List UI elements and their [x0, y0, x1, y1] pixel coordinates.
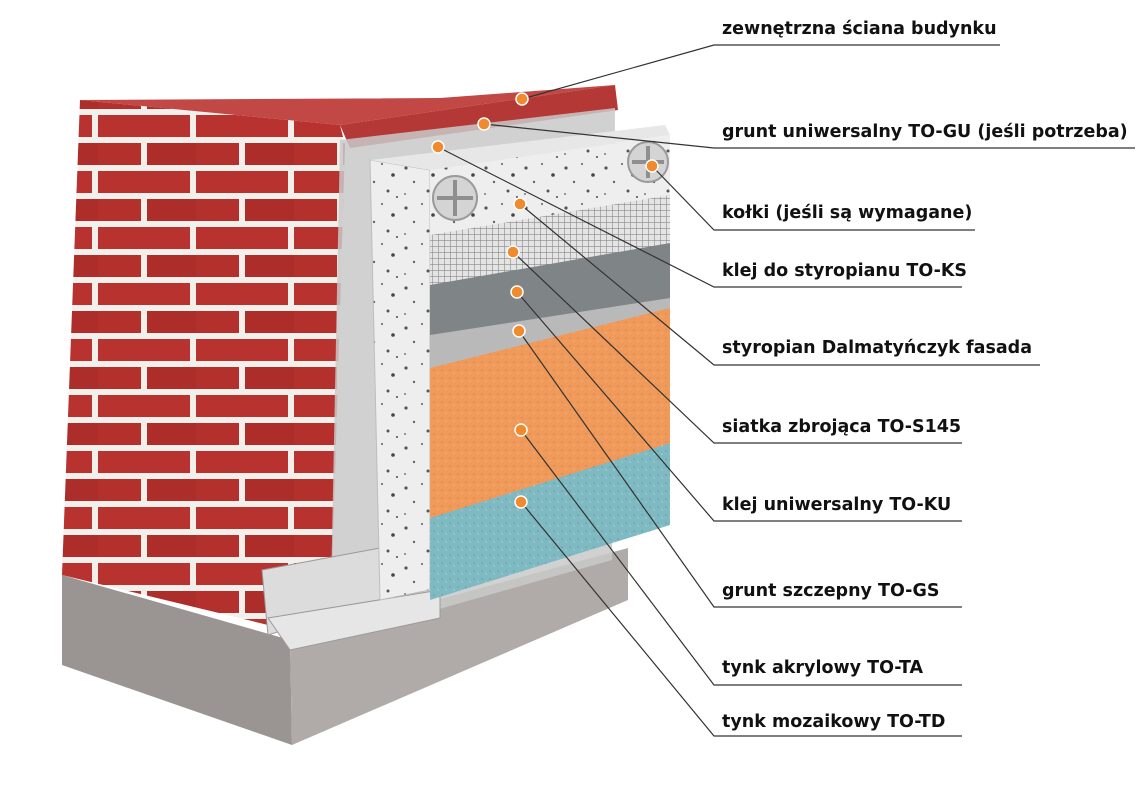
- leader-line: [520, 501, 962, 737]
- mosaic-plaster-layer: [430, 443, 670, 600]
- layer-label: klej uniwersalny TO-KU: [722, 495, 951, 515]
- polystyrene-edge: [369, 159, 431, 601]
- marker-dot: [506, 245, 520, 259]
- adhesive-layer: [430, 243, 670, 340]
- layer-label: kołki (jeśli są wymagane): [722, 203, 972, 223]
- mesh-layer: [430, 195, 670, 290]
- layer-label: styropian Dalmatyńczyk fasada: [722, 338, 1032, 358]
- polystyrene-top: [370, 125, 670, 170]
- marker-dot: [510, 285, 524, 299]
- leader-line: [437, 146, 962, 288]
- marker-dot: [512, 324, 526, 338]
- layer-label: zewnętrzna ściana budynku: [722, 19, 997, 39]
- marker-dot: [477, 117, 491, 131]
- layer-label: tynk mozaikowy TO-TD: [722, 712, 945, 732]
- marker-dot: [514, 423, 528, 437]
- brick-wall-top: [80, 85, 615, 125]
- plinth-front: [62, 575, 292, 745]
- marker-dot: [514, 495, 528, 509]
- anchor-left: [432, 175, 478, 221]
- grip-primer-layer: [430, 298, 670, 370]
- leader-line: [520, 429, 962, 686]
- layer-label: tynk akrylowy TO-TA: [722, 658, 924, 678]
- marker-dot: [431, 140, 445, 154]
- marker-dot: [645, 159, 659, 173]
- layer-label: klej do styropianu TO-KS: [722, 261, 967, 281]
- layer-label: grunt uniwersalny TO-GU (jeśli potrzeba): [722, 122, 1128, 142]
- leader-line: [651, 165, 975, 231]
- leader-line: [516, 291, 962, 522]
- callouts: zewnętrzna ściana budynku grunt uniwersal…: [431, 19, 1135, 737]
- layer-label: grunt szczepny TO-GS: [722, 581, 939, 601]
- brick-wall-front: [62, 100, 345, 640]
- plinth-side: [290, 548, 628, 745]
- layer-label: siatka zbrojąca TO-S145: [722, 417, 961, 437]
- polystyrene-face: [430, 135, 670, 240]
- leader-line: [519, 203, 1040, 366]
- leader-line: [521, 44, 1000, 100]
- leader-line: [512, 251, 962, 444]
- marker-dot: [515, 92, 529, 106]
- leader-line: [483, 123, 1135, 149]
- acrylic-plaster-layer: [430, 308, 670, 520]
- leader-line: [518, 330, 962, 608]
- marker-dot: [513, 197, 527, 211]
